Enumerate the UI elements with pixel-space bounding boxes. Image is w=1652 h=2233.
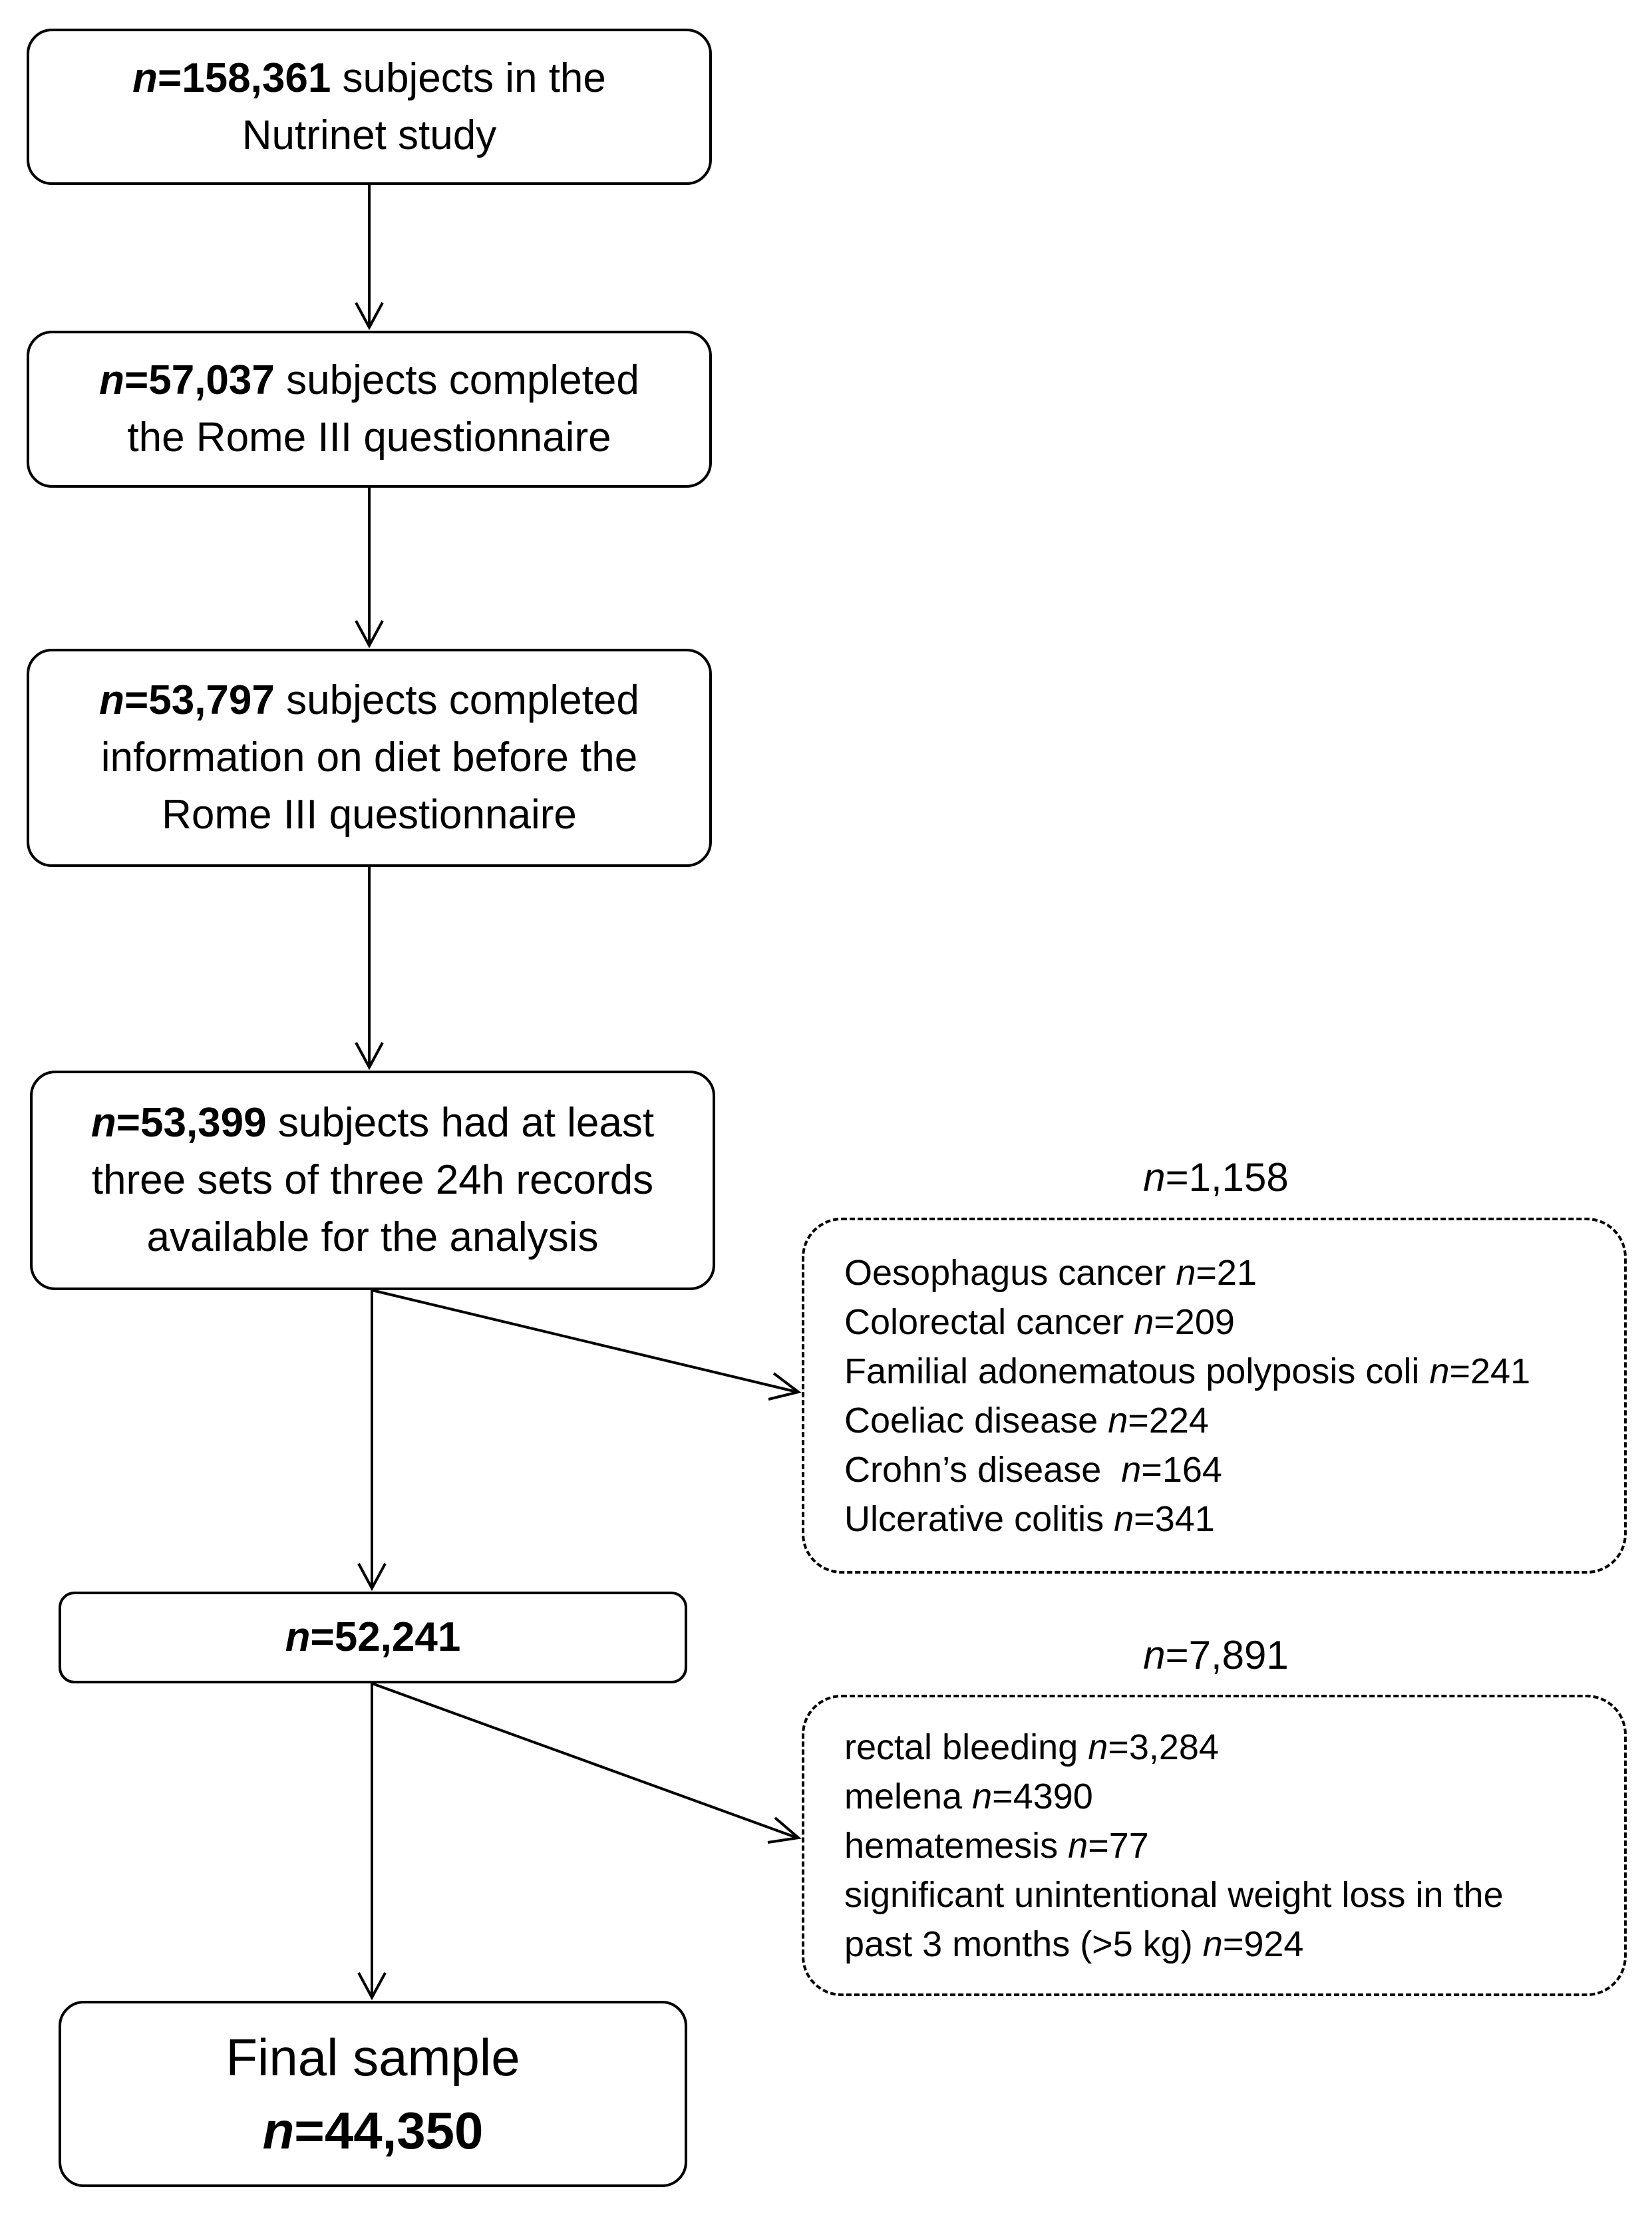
n-symbol: n — [1143, 1633, 1166, 1677]
box-text: three sets of three 24h records — [91, 1157, 654, 1203]
n-symbol: n — [99, 677, 125, 723]
box-text: the Rome III questionnaire — [127, 415, 611, 460]
box-diet-information: n=53,797 subjects completed information … — [27, 649, 712, 867]
exclusion-item: Oesophagus cancer n=21 — [844, 1252, 1257, 1293]
exclusion-2-header: n=7,891 — [805, 1632, 1627, 1679]
exclusion-item: Familial adonematous polyposis coli n=24… — [844, 1351, 1531, 1391]
exclusion-item: Crohn’s disease n=164 — [844, 1449, 1222, 1490]
box-text: subjects had at least — [266, 1100, 655, 1146]
exclusion-item: hematemesis n=77 — [844, 1825, 1149, 1866]
n-symbol: n — [1143, 1155, 1166, 1200]
box-text: information on diet before the — [100, 735, 638, 780]
box-24h-records: n=53,399 subjects had at least three set… — [30, 1071, 715, 1290]
arrow-4-to-5 — [357, 1290, 387, 1592]
n-value: =7,891 — [1165, 1633, 1289, 1677]
box-text: subjects completed — [274, 677, 639, 723]
box-final-sample: Final sample n=44,350 — [59, 2001, 687, 2187]
exclusion-item: rectal bleeding n=3,284 — [844, 1727, 1219, 1767]
exclusion-item: past 3 months (>5 kg) n=924 — [844, 1924, 1304, 1964]
exclusion-item: Colorectal cancer n=209 — [844, 1301, 1235, 1342]
box-total-subjects: n=158,361 subjects in the Nutrinet study — [27, 29, 712, 185]
arrow-2-to-3 — [355, 488, 384, 649]
n-symbol: n — [285, 1614, 311, 1660]
exclusion-item: Coeliac disease n=224 — [844, 1400, 1209, 1441]
box-text: available for the analysis — [146, 1214, 599, 1260]
exclusion-item: melena n=4390 — [844, 1776, 1093, 1816]
n-value: =44,350 — [294, 2101, 484, 2160]
exclusion-2-box: rectal bleeding n=3,284 melena n=4390 he… — [802, 1695, 1627, 1996]
arrow-4-to-exclusion-1 — [371, 1289, 802, 1401]
n-value: =53,797 — [124, 677, 275, 723]
arrow-5-to-exclusion-2 — [371, 1682, 802, 1844]
box-text: Nutrinet study — [242, 112, 497, 158]
n-symbol: n — [132, 55, 158, 101]
n-value: =158,361 — [157, 55, 331, 101]
exclusion-item: Ulcerative colitis n=341 — [844, 1498, 1215, 1539]
n-symbol: n — [90, 1100, 116, 1146]
n-value: =52,241 — [310, 1614, 461, 1660]
exclusion-1-box: Oesophagus cancer n=21 Colorectal cancer… — [802, 1218, 1627, 1574]
n-symbol: n — [99, 357, 125, 403]
box-intermediate-sample: n=52,241 — [59, 1592, 687, 1683]
box-text: subjects in the — [331, 55, 606, 101]
exclusion-1-header: n=1,158 — [805, 1154, 1627, 1201]
box-rome-questionnaire: n=57,037 subjects completed the Rome III… — [27, 331, 712, 488]
n-value: =57,037 — [124, 357, 275, 403]
exclusion-item: significant unintentional weight loss in… — [844, 1874, 1504, 1915]
box-text: subjects completed — [274, 357, 639, 403]
n-value: =1,158 — [1165, 1155, 1289, 1200]
final-title: Final sample — [226, 2028, 520, 2087]
box-text: Rome III questionnaire — [162, 792, 577, 838]
n-symbol: n — [262, 2101, 295, 2160]
arrow-5-to-final — [357, 1683, 387, 2001]
arrow-3-to-4 — [355, 867, 384, 1071]
arrow-1-to-2 — [355, 185, 384, 331]
n-value: =53,399 — [116, 1100, 267, 1146]
